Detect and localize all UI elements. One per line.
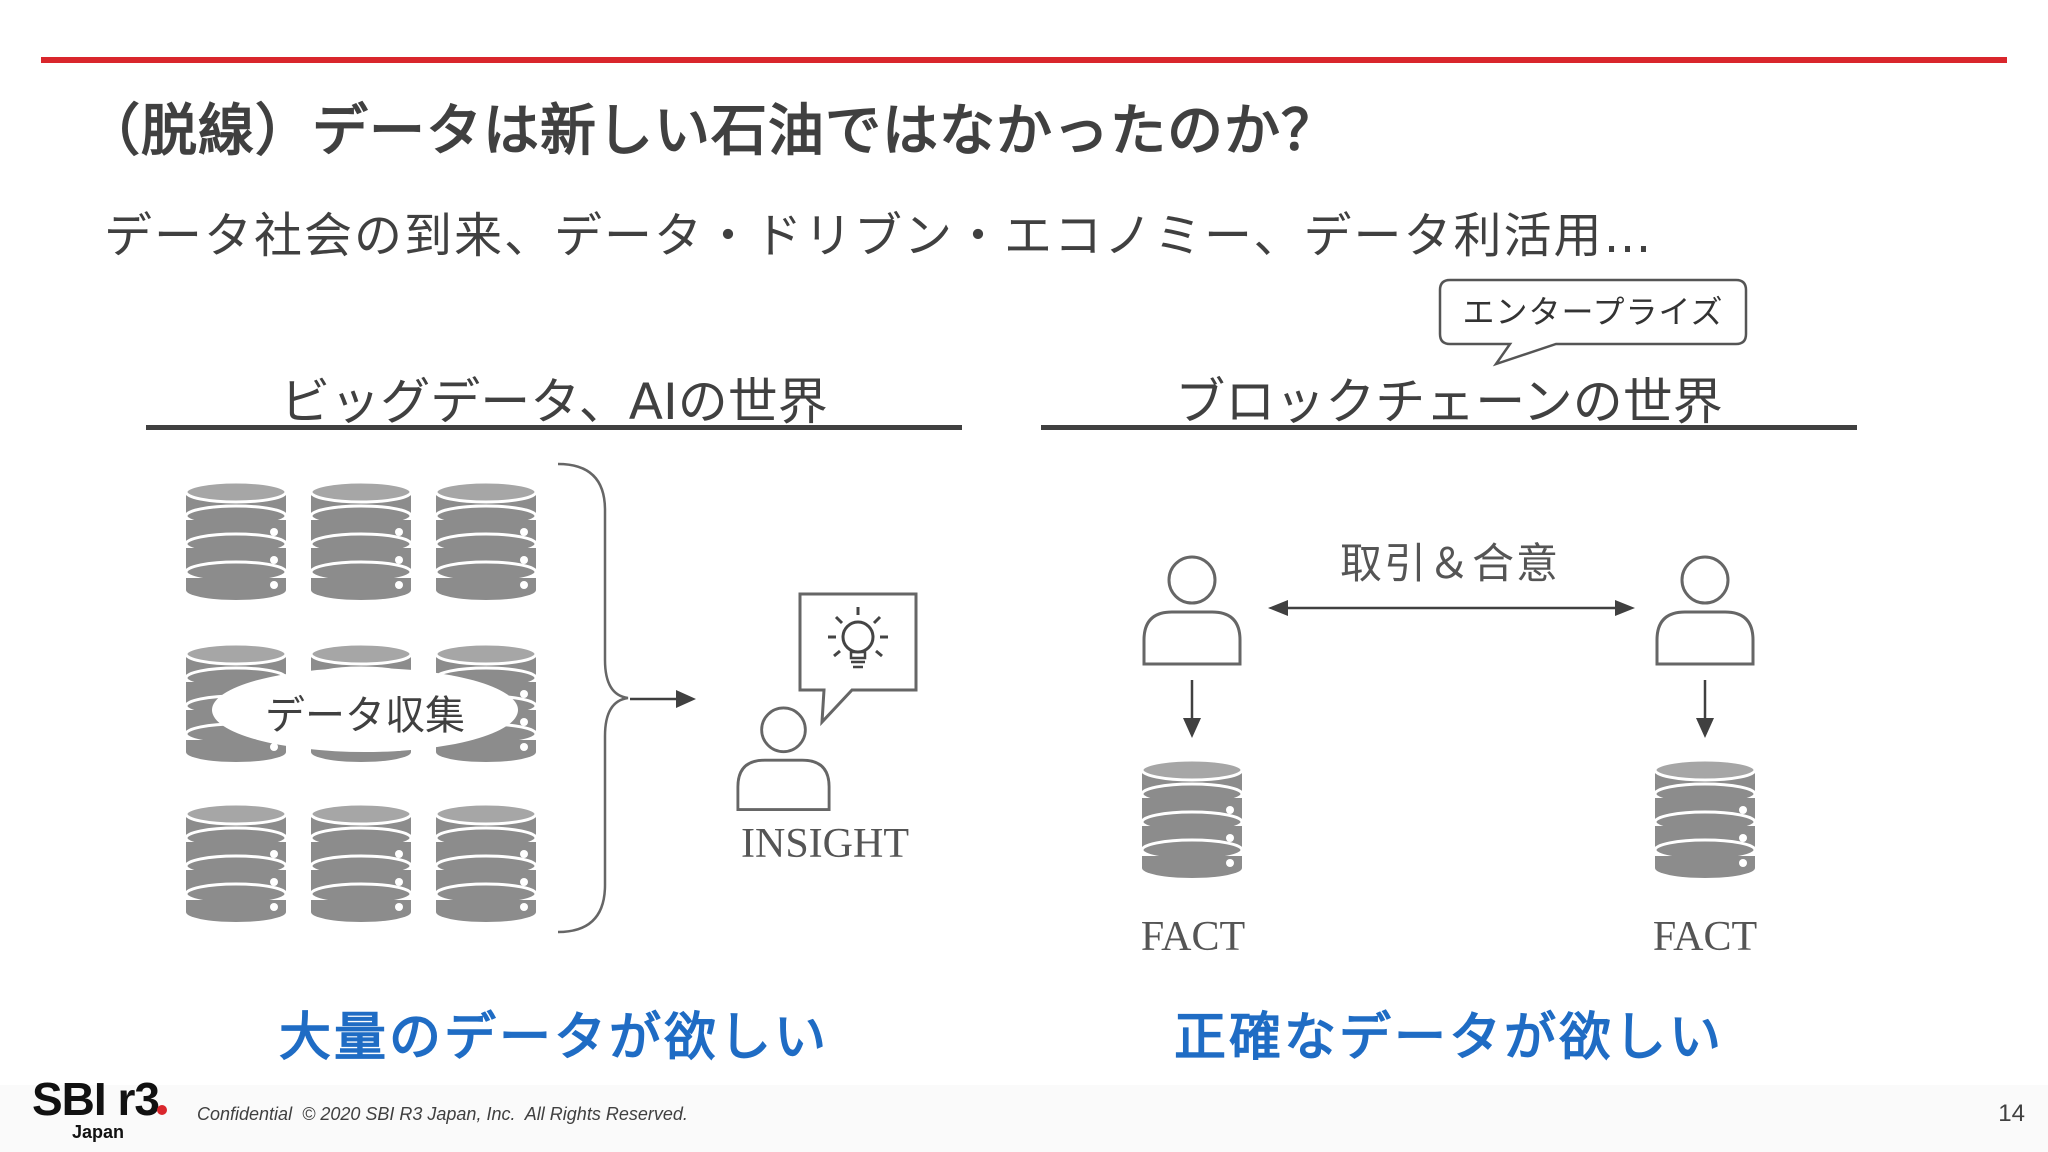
- database-icon: [1653, 758, 1757, 880]
- fact-label-left: FACT: [1140, 914, 1246, 960]
- database-icon: [434, 480, 538, 602]
- database-icon: [184, 480, 288, 602]
- database-icon: [309, 802, 413, 924]
- logo-subtitle: Japan: [72, 1122, 125, 1142]
- left-section-title: ビッグデータ、AIの世界: [280, 373, 828, 431]
- slide-title: （脱線）データは新しい石油ではなかったのか？: [84, 99, 1338, 164]
- top-accent-bar: [41, 57, 2007, 63]
- arrow-icon: [1183, 680, 1201, 738]
- lightbulb-icon: [828, 607, 888, 669]
- page-number: 14: [1998, 1100, 2025, 1127]
- left-conclusion: 大量のデータが欲しい: [278, 1008, 829, 1068]
- person-icon: [1142, 555, 1242, 666]
- footer: [0, 1085, 2048, 1152]
- logo-dot-icon: [157, 1105, 167, 1115]
- arrow-icon: [1268, 600, 1635, 616]
- data-collection-oval: [212, 668, 518, 752]
- brace-icon: [557, 462, 629, 934]
- person-icon: [1655, 555, 1755, 666]
- fact-label-right: FACT: [1652, 914, 1758, 960]
- left-section-divider: [146, 425, 962, 430]
- callout-label: エンタープライズ: [1462, 293, 1724, 331]
- company-logo: SBI r3: [32, 1073, 160, 1125]
- copyright-notice: Confidential © 2020 SBI R3 Japan, Inc. A…: [197, 1104, 688, 1124]
- slide-subtitle: データ社会の到来、データ・ドリブン・エコノミー、データ利活用…: [104, 208, 1654, 264]
- speech-bubble-icon: [1438, 278, 1748, 367]
- exchange-label: 取引＆合意: [1339, 539, 1560, 588]
- database-icon: [184, 802, 288, 924]
- right-section-divider: [1041, 425, 1857, 430]
- database-icon: [1140, 758, 1244, 880]
- person-icon: [736, 706, 831, 812]
- right-conclusion: 正確なデータが欲しい: [1173, 1008, 1724, 1068]
- database-icon: [309, 480, 413, 602]
- arrow-icon: [630, 690, 696, 708]
- insight-label: INSIGHT: [741, 821, 909, 867]
- right-section-title: ブロックチェーンの世界: [1175, 373, 1723, 431]
- database-icon: [434, 802, 538, 924]
- data-collection-label: データ収集: [265, 693, 465, 739]
- arrow-icon: [1696, 680, 1714, 738]
